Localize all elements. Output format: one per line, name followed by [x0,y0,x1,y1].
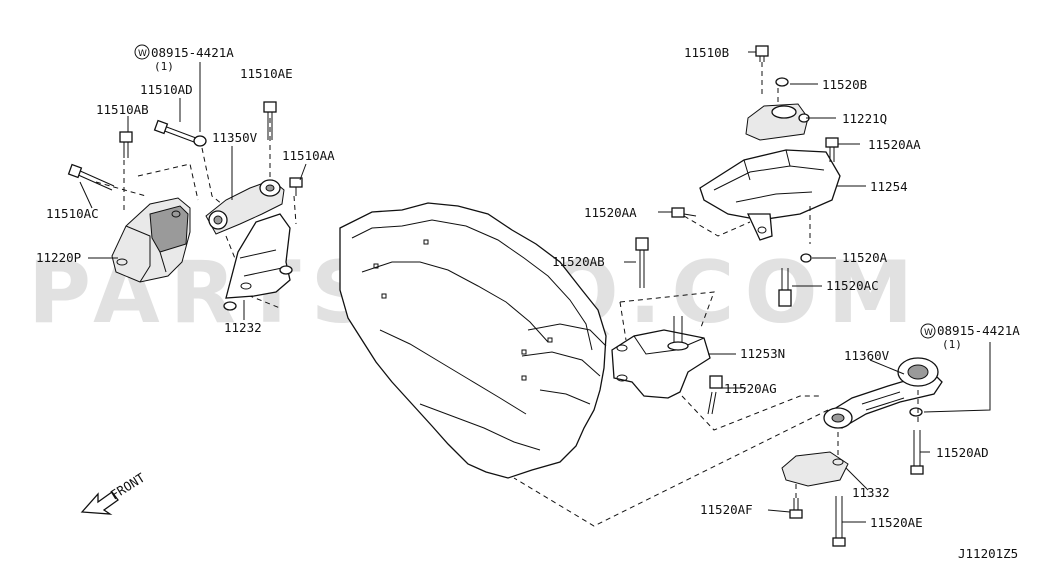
torque-rod-assembly-illustration [513,357,943,547]
label-11520AD[interactable]: 11520AD [936,445,989,460]
label-11254[interactable]: 11254 [870,179,908,194]
label-11520B[interactable]: 11520B [822,77,867,92]
label-08915-4421A-left[interactable]: 08915-4421A [151,45,234,60]
label-08915-4421A-right[interactable]: 08915-4421A [937,323,1020,338]
label-11350V[interactable]: 11350V [212,130,258,145]
label-11220P[interactable]: 11220P [36,250,81,265]
washer-symbol-left: W [138,49,147,59]
left-engine-mount-illustration [67,101,303,311]
label-11510AB[interactable]: 11510AB [96,102,149,117]
label-11253N[interactable]: 11253N [740,346,785,361]
front-arrow-icon [80,491,119,515]
label-11332[interactable]: 11332 [852,485,890,500]
diagram-id: J11201Z5 [958,546,1018,561]
circled-w-left: W [134,44,150,60]
label-11520AC[interactable]: 11520AC [826,278,879,293]
label-11520AF[interactable]: 11520AF [700,502,753,517]
label-11520AA-top[interactable]: 11520AA [868,137,921,152]
label-11510AD[interactable]: 11510AD [140,82,193,97]
engine-block-illustration [339,202,607,479]
label-qty-right: (1) [942,338,962,351]
label-qty-left: (1) [154,60,174,73]
label-11510B[interactable]: 11510B [684,45,729,60]
label-11520AE[interactable]: 11520AE [870,515,923,530]
label-11520AA-mid[interactable]: 11520AA [584,205,637,220]
center-lower-bracket-illustration [611,237,820,431]
label-11520AB[interactable]: 11520AB [552,254,605,269]
circled-w-right: W [920,323,936,339]
label-11520A[interactable]: 11520A [842,250,888,265]
label-11232[interactable]: 11232 [224,320,262,335]
front-direction-indicator: FRONT [80,470,148,515]
label-11510AC[interactable]: 11510AC [46,206,99,221]
label-11510AA[interactable]: 11510AA [282,148,335,163]
washer-symbol-right: W [924,328,933,338]
top-right-mount-illustration [671,45,841,307]
leader-lines [79,51,991,523]
label-11510AE[interactable]: 11510AE [240,66,293,81]
label-11520AG[interactable]: 11520AG [724,381,777,396]
label-11221Q[interactable]: 11221Q [842,111,887,126]
label-11360V[interactable]: 11360V [844,348,890,363]
front-label: FRONT [108,470,148,503]
